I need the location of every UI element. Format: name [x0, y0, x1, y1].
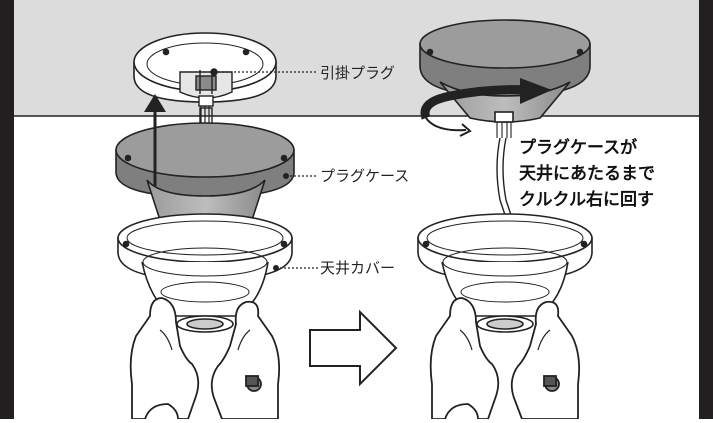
instruction-line-3: クルクル右に回す: [519, 189, 654, 210]
next-step-arrow-icon: [309, 309, 398, 387]
left-frame-bar: [0, 0, 14, 419]
instruction-line-1: プラグケースが: [519, 137, 637, 158]
up-arrow-icon: [144, 94, 166, 186]
hands-right: [429, 297, 581, 420]
ceiling-cover-right: [417, 213, 593, 333]
rotate-right-arrow-icon: [420, 78, 552, 137]
plug-hook-label: 引掛プラグ: [320, 64, 395, 82]
ceiling-cover-left: [117, 213, 293, 333]
power-wires: [496, 137, 515, 225]
ceiling-cover-label: 天井カバー: [320, 259, 395, 277]
instruction-text: プラグケースが 天井にあたるまで クルクル右に回す: [519, 137, 661, 210]
instruction-line-2: 天井にあたるまで: [519, 163, 655, 184]
plug-case-left: [115, 122, 295, 221]
plug-case-label: プラグケース: [320, 167, 409, 185]
ceiling: [14, 0, 699, 116]
plug-case-right: [419, 19, 591, 138]
hook-plug: [179, 68, 233, 125]
hands-left: [129, 297, 281, 420]
right-frame-bar: [699, 0, 713, 419]
